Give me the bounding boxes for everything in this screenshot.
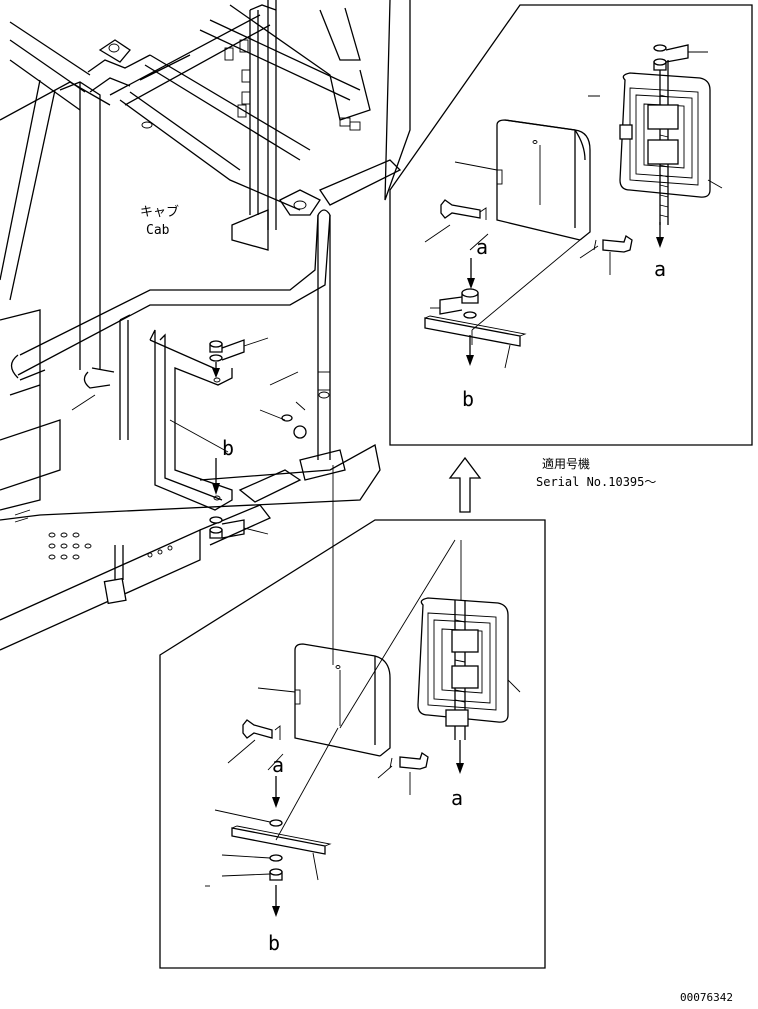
cab-frame [0,0,411,651]
mirror-bracket-installed [149,329,307,539]
lower-detail-box [159,519,546,969]
marker-a-upper-right: a [654,257,666,281]
lower-mirror-cover [294,643,391,757]
upper-mirror-cover [496,119,591,241]
lower-mirror [417,597,509,740]
cab-label-jp: キャブ [140,204,179,220]
marker-b-cab: b [222,436,234,460]
cab-label-en: Cab [146,223,170,238]
marker-b-upper: b [462,387,474,411]
marker-b-lower: b [268,931,280,955]
marker-a-lower-right: a [451,786,463,810]
hollow-up-arrow [448,456,482,513]
upper-mirror [619,60,711,225]
serial-label-jp: 適用号機 [542,456,590,471]
serial-label-en: Serial No.10395～ [536,475,656,489]
marker-a-lower-left: a [272,753,284,777]
upper-detail-box [389,4,753,446]
document-number: 00076342 [680,991,733,1004]
marker-a-upper-left: a [476,235,488,259]
